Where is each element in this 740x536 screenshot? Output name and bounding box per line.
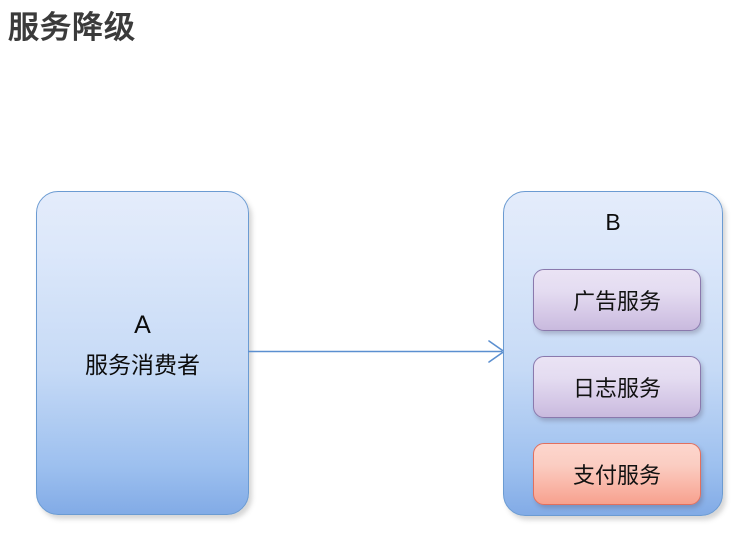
provider-node[interactable]: B 广告服务 日志服务 支付服务	[503, 191, 723, 516]
connector-a-to-b	[248, 330, 510, 374]
service-chip-label: 日志服务	[572, 376, 661, 401]
consumer-node[interactable]: A 服务消费者	[36, 191, 249, 515]
service-chip-payment[interactable]: 支付服务	[533, 443, 701, 505]
service-chip-ad[interactable]: 广告服务	[533, 269, 701, 331]
service-chip-log[interactable]: 日志服务	[533, 356, 701, 418]
service-chip-label: 广告服务	[572, 289, 661, 314]
provider-id-letter: B	[605, 209, 621, 235]
page-title: 服务降级	[8, 10, 136, 45]
consumer-name: 服务消费者	[85, 352, 200, 378]
arrow-icon	[248, 340, 505, 363]
consumer-label-group: A 服务消费者	[37, 310, 248, 382]
service-chip-label: 支付服务	[572, 463, 661, 488]
consumer-id-letter: A	[134, 311, 151, 339]
